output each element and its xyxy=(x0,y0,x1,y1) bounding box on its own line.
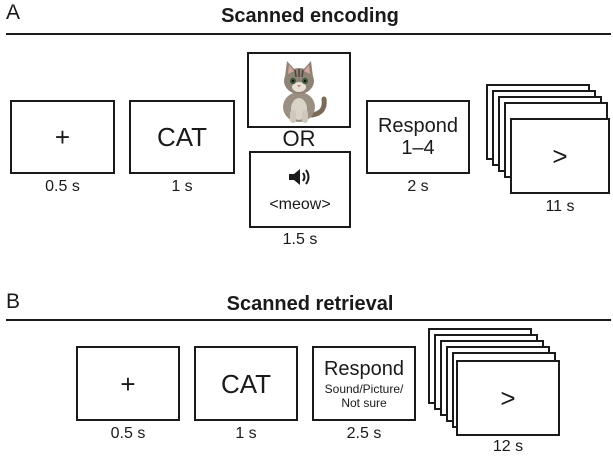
b-iti-duration: 12 s xyxy=(492,438,524,455)
a-picture-screen xyxy=(247,52,351,128)
b-respond-title: Respond xyxy=(323,357,405,380)
panel-b-title: Scanned retrieval xyxy=(226,293,394,315)
a-or-label: OR xyxy=(282,126,316,151)
panel-a-title: Scanned encoding xyxy=(221,5,399,27)
a-fixation-cross: + xyxy=(54,122,71,152)
panel-a-letter: A xyxy=(6,1,21,24)
a-word-text: CAT xyxy=(156,122,208,152)
panel-b-letter: B xyxy=(6,290,21,313)
b-word-text: CAT xyxy=(220,368,272,399)
panel-a-rule xyxy=(6,33,611,35)
a-fixation-screen: + xyxy=(10,100,115,174)
b-fixation-screen: + xyxy=(76,346,180,421)
b-fixation-duration: 0.5 s xyxy=(110,425,146,442)
a-word-screen: CAT xyxy=(129,100,235,174)
panel-b-rule xyxy=(6,319,611,321)
a-respond-screen: Respond 1–4 xyxy=(366,100,470,174)
a-iti-screen: > xyxy=(510,118,610,194)
a-sound-screen: <meow> xyxy=(249,151,351,228)
b-word-screen: CAT xyxy=(194,346,298,421)
a-iti-duration: 11 s xyxy=(545,198,575,215)
a-respond-duration: 2 s xyxy=(407,178,429,195)
b-respond-screen: Respond Sound/Picture/ Not sure xyxy=(312,346,416,421)
b-respond-options-line1: Sound/Picture/ xyxy=(324,381,404,396)
b-respond-duration: 2.5 s xyxy=(346,425,382,442)
b-iti-symbol: > xyxy=(500,383,516,413)
a-word-duration: 1 s xyxy=(171,178,193,195)
b-fixation-cross: + xyxy=(120,368,136,399)
a-fixation-duration: 0.5 s xyxy=(45,178,80,195)
a-iti-symbol: > xyxy=(552,141,568,171)
b-respond-options-line2: Not sure xyxy=(341,395,387,410)
a-stimulus-duration: 1.5 s xyxy=(282,231,318,248)
a-respond-options: 1–4 xyxy=(401,137,435,159)
a-respond-title: Respond xyxy=(377,115,459,137)
b-word-duration: 1 s xyxy=(235,425,257,442)
a-sound-text: <meow> xyxy=(269,195,331,213)
b-iti-screen: > xyxy=(456,360,560,436)
kitten-photo xyxy=(283,61,327,123)
speaker-icon xyxy=(289,168,310,185)
